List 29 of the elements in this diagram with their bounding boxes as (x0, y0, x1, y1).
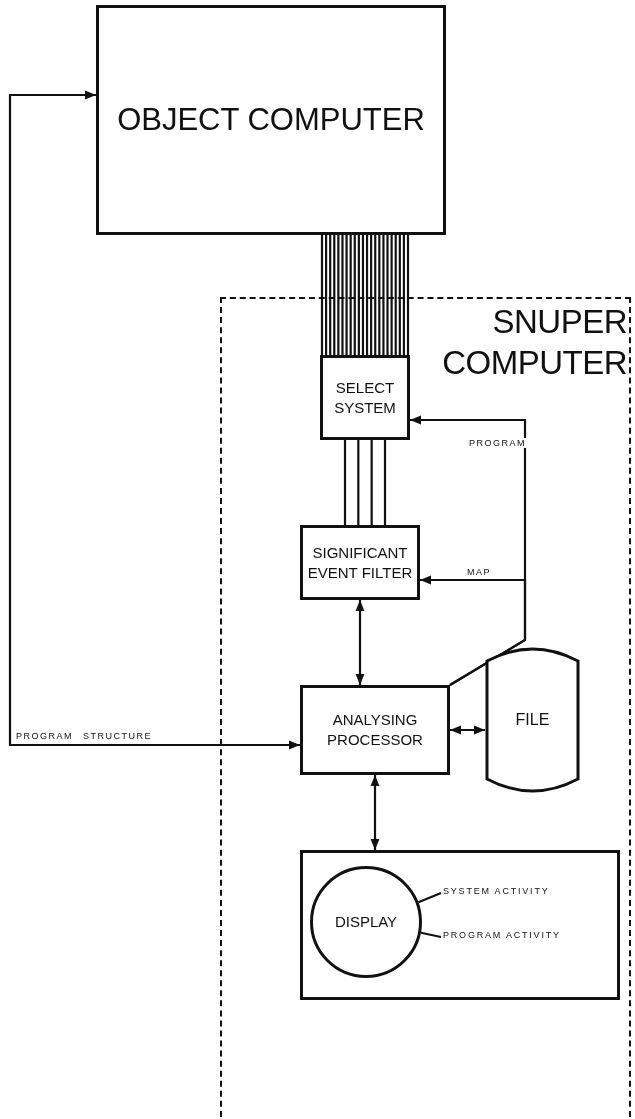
edge-label: MAP (466, 567, 492, 577)
leader-line (418, 892, 442, 904)
storage-cylinder (485, 645, 580, 795)
leader-line (420, 931, 442, 939)
signal-bundle (320, 233, 410, 357)
cylinder-label: FILE (514, 710, 551, 731)
box-label: SIGNIFICANT EVENT FILTER (306, 542, 414, 583)
circle-label: DISPLAY (333, 911, 399, 932)
box-label: ANALYSING PROCESSOR (326, 709, 424, 750)
display-circle (310, 866, 422, 978)
process-box (320, 355, 410, 440)
edge-label: PROGRAM (468, 438, 527, 448)
display-panel (300, 850, 620, 1000)
box-label: SELECT SYSTEM (333, 377, 397, 418)
annotation-text: SYSTEM ACTIVITY (443, 886, 550, 896)
arrow (370, 775, 380, 850)
arrow (420, 575, 527, 686)
process-box (96, 5, 446, 235)
arrow (355, 600, 365, 685)
annotation-text: PROGRAM ACTIVITY (443, 930, 561, 940)
process-box (300, 525, 420, 600)
process-box (300, 685, 450, 775)
arrow (8, 90, 300, 750)
signal-bundle (343, 438, 387, 527)
box-title: OBJECT COMPUTER (116, 100, 426, 139)
edge-label: PROGRAM STRUCTURE (15, 731, 153, 741)
system-boundary (220, 297, 631, 1119)
arrow (450, 725, 485, 735)
boundary-title: SNUPER COMPUTER (441, 302, 627, 384)
